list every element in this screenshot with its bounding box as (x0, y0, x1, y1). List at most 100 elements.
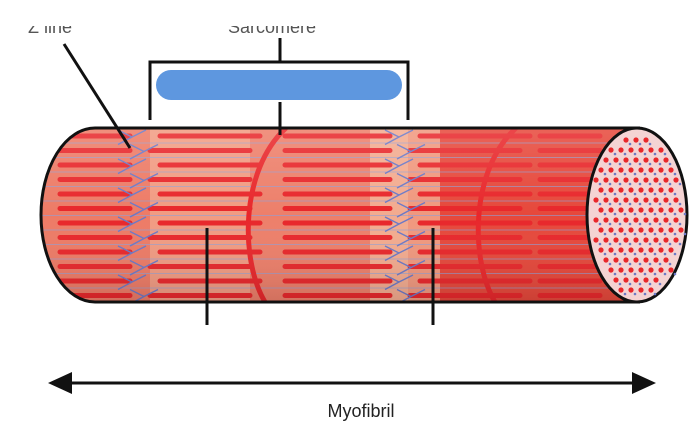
thin-filament-dot (608, 182, 612, 186)
thin-filament-dot (618, 202, 622, 206)
thin-filament-dot (633, 192, 637, 196)
thick-filament-dot (643, 277, 649, 283)
thick-filament-dot (643, 177, 649, 183)
thin-filament-dot (648, 242, 652, 246)
thin-filament-dot (628, 162, 632, 166)
thick-filament-dot (628, 167, 634, 173)
thin-filament-dot (643, 172, 647, 176)
thick-filament-dot (633, 257, 639, 263)
thin-filament-dot (598, 182, 602, 186)
thick-filament-dot (593, 237, 599, 243)
thin-filament-dot (673, 172, 677, 176)
thin-filament-dot (623, 152, 627, 156)
thin-filament-dot (623, 232, 627, 236)
thin-filament-dot (663, 252, 667, 256)
thick-filament-dot (623, 137, 629, 143)
thin-filament-dot (598, 202, 602, 206)
thick-filament-dot (653, 237, 659, 243)
thin-filament-dot (678, 182, 682, 186)
thick-filament-dot (658, 207, 664, 213)
thin-filament-dot (648, 222, 652, 226)
thick-filament-dot (613, 237, 619, 243)
thin-filament-dot (678, 242, 682, 246)
thick-filament-dot (603, 257, 609, 263)
thin-filament-dot (618, 282, 622, 286)
thick-filament-dot (658, 267, 664, 273)
thin-filament-dot (643, 272, 647, 276)
thick-filament-dot (593, 177, 599, 183)
thin-filament-dot (663, 212, 667, 216)
thick-filament-dot (608, 147, 614, 153)
thin-filament-dot (643, 252, 647, 256)
thin-filament-dot (678, 202, 682, 206)
thick-filament-dot (643, 157, 649, 163)
thin-filament-dot (638, 182, 642, 186)
thick-filament-dot (638, 207, 644, 213)
thin-filament-dot (613, 272, 617, 276)
thin-filament-dot (683, 212, 687, 216)
thick-filament-dot (658, 147, 664, 153)
thin-filament-dot (623, 172, 627, 176)
thick-filament-dot (673, 237, 679, 243)
thin-filament-dot (648, 202, 652, 206)
thin-filament-dot (663, 232, 667, 236)
thick-filament-dot (648, 247, 654, 253)
thin-filament-dot (663, 192, 667, 196)
thick-filament-dot (618, 267, 624, 273)
thin-filament-dot (613, 212, 617, 216)
thin-filament-dot (633, 272, 637, 276)
sarcomere-bracket (148, 38, 410, 120)
thick-filament-dot (613, 277, 619, 283)
thin-filament-dot (603, 252, 607, 256)
cylinder-outline (39, 126, 640, 304)
thin-filament-dot (643, 212, 647, 216)
thin-filament-dot (648, 162, 652, 166)
thick-filament-dot (653, 177, 659, 183)
thin-filament-dot (658, 222, 662, 226)
thin-filament-dot (613, 192, 617, 196)
thick-filament-dot (648, 287, 654, 293)
thin-filament-dot (618, 242, 622, 246)
thin-filament-dot (603, 192, 607, 196)
thick-filament-dot (648, 187, 654, 193)
thin-filament-dot (623, 252, 627, 256)
thick-filament-dot (638, 287, 644, 293)
thick-filament-dot (628, 207, 634, 213)
thick-filament-dot (623, 257, 629, 263)
thin-filament-dot (613, 252, 617, 256)
thick-filament-dot (678, 207, 684, 213)
thick-filament-dot (663, 237, 669, 243)
thick-filament-dot (613, 197, 619, 203)
thick-filament-dot (598, 207, 604, 213)
thick-filament-dot (608, 187, 614, 193)
thick-filament-dot (598, 227, 604, 233)
thin-filament-dot (633, 232, 637, 236)
thick-filament-dot (628, 287, 634, 293)
blank-label-box (156, 70, 402, 100)
thin-filament-dot (608, 262, 612, 266)
thick-filament-dot (633, 197, 639, 203)
thin-filament-dot (618, 222, 622, 226)
thick-filament-dot (608, 247, 614, 253)
thin-filament-dot (623, 192, 627, 196)
thick-filament-dot (623, 217, 629, 223)
thick-filament-dot (648, 147, 654, 153)
thin-filament-dot (653, 172, 657, 176)
thick-filament-dot (673, 217, 679, 223)
thick-filament-dot (618, 287, 624, 293)
thin-filament-dot (658, 242, 662, 246)
thick-filament-dot (668, 167, 674, 173)
thin-filament-dot (603, 172, 607, 176)
thin-filament-dot (663, 172, 667, 176)
thin-filament-dot (613, 172, 617, 176)
thick-filament-dot (613, 177, 619, 183)
thin-filament-dot (648, 142, 652, 146)
thin-filament-dot (678, 222, 682, 226)
thin-filament-dot (648, 262, 652, 266)
thick-filament-dot (668, 267, 674, 273)
thick-filament-dot (633, 277, 639, 283)
thick-filament-dot (668, 247, 674, 253)
thin-filament-dot (598, 242, 602, 246)
thin-filament-dot (668, 222, 672, 226)
thick-filament-dot (613, 217, 619, 223)
